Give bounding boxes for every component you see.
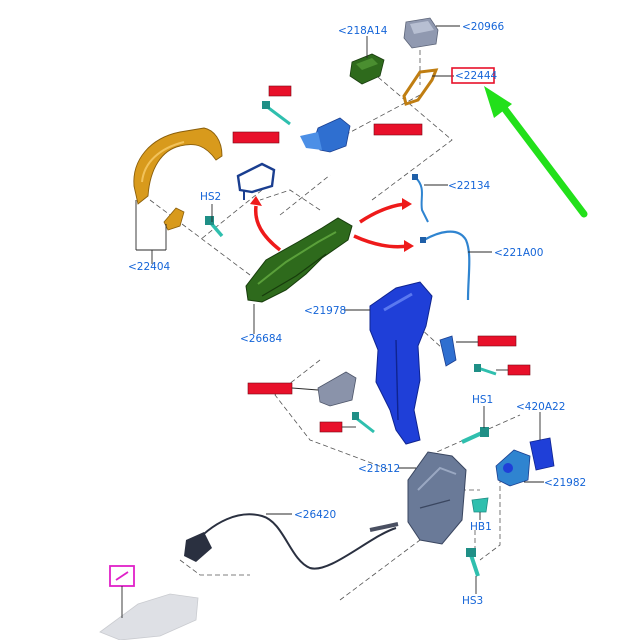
part-screw-HS3[interactable] [466,548,480,577]
part-bolt-HB1[interactable] [471,497,489,513]
label-22444: <22444 [455,70,498,82]
label-HB1: HB1 [470,521,492,533]
red-arrow-left [253,205,282,252]
red-arrow-right-upper [359,202,409,224]
part-cap-20966[interactable] [403,17,439,49]
part-labels: <218A14 <20966 <22444 <22404 HS2 <22134 … [128,21,586,607]
green-pointer-arrow [484,86,588,218]
red-box-clip-mid [477,335,517,347]
red-box-upper-right-bracket [373,123,423,136]
leader-lines [135,25,544,594]
label-420A22: <420A22 [516,401,565,413]
part-cable-221A00[interactable] [420,230,471,301]
part-handle-insert[interactable] [163,207,185,231]
part-bolt-mid-right[interactable] [474,364,497,376]
part-inner-handle-ghost[interactable] [99,593,199,640]
part-gasket-22444[interactable] [402,68,439,106]
part-bracket-21982[interactable] [495,449,531,487]
part-bolt-upper[interactable] [262,101,291,126]
label-22404: <22404 [128,261,171,273]
label-HS3: HS3 [462,595,483,607]
label-218A14: <218A14 [338,25,388,37]
red-label-boxes [232,85,531,433]
part-screw-HS2[interactable] [205,216,224,238]
red-box-small-bracket [232,131,280,144]
part-outer-handle[interactable] [133,127,223,205]
red-arrowheads [250,196,414,252]
part-door-latch[interactable] [407,451,467,545]
part-clip-mid[interactable] [439,335,457,367]
part-cable-22134[interactable] [412,174,429,223]
label-21982: <21982 [544,477,586,489]
part-cable-26420[interactable] [184,513,399,570]
label-HS2: HS2 [200,191,221,203]
label-22134: <22134 [448,180,491,192]
part-bracket-gray[interactable] [317,371,357,407]
part-screw-HS1[interactable] [461,427,489,444]
part-bracket-upper-right[interactable] [300,117,351,153]
part-bracket-420A22[interactable] [529,437,555,471]
red-arrow-right-lower [353,234,409,249]
label-26420: <26420 [294,509,336,521]
part-inner-housing[interactable] [369,281,433,445]
label-HS1: HS1 [472,394,493,406]
label-20966: <20966 [462,21,505,33]
red-box-gray-bracket [247,382,293,395]
part-bracket-small-left[interactable] [236,162,276,200]
label-21978: <21978 [304,305,346,317]
red-box-bolt-mid-right [507,364,531,376]
magenta-callout-box [109,565,135,618]
label-221A00: <221A00 [494,247,543,259]
red-box-bolt-lower-left [319,421,343,433]
label-21812: <21812 [358,463,400,475]
part-bolt-lower-left[interactable] [352,412,375,434]
red-box-upper-bolt [268,85,292,97]
label-26684: <26684 [240,333,283,345]
part-cover-218A14[interactable] [349,53,385,85]
part-handle-bracket[interactable] [245,217,353,303]
